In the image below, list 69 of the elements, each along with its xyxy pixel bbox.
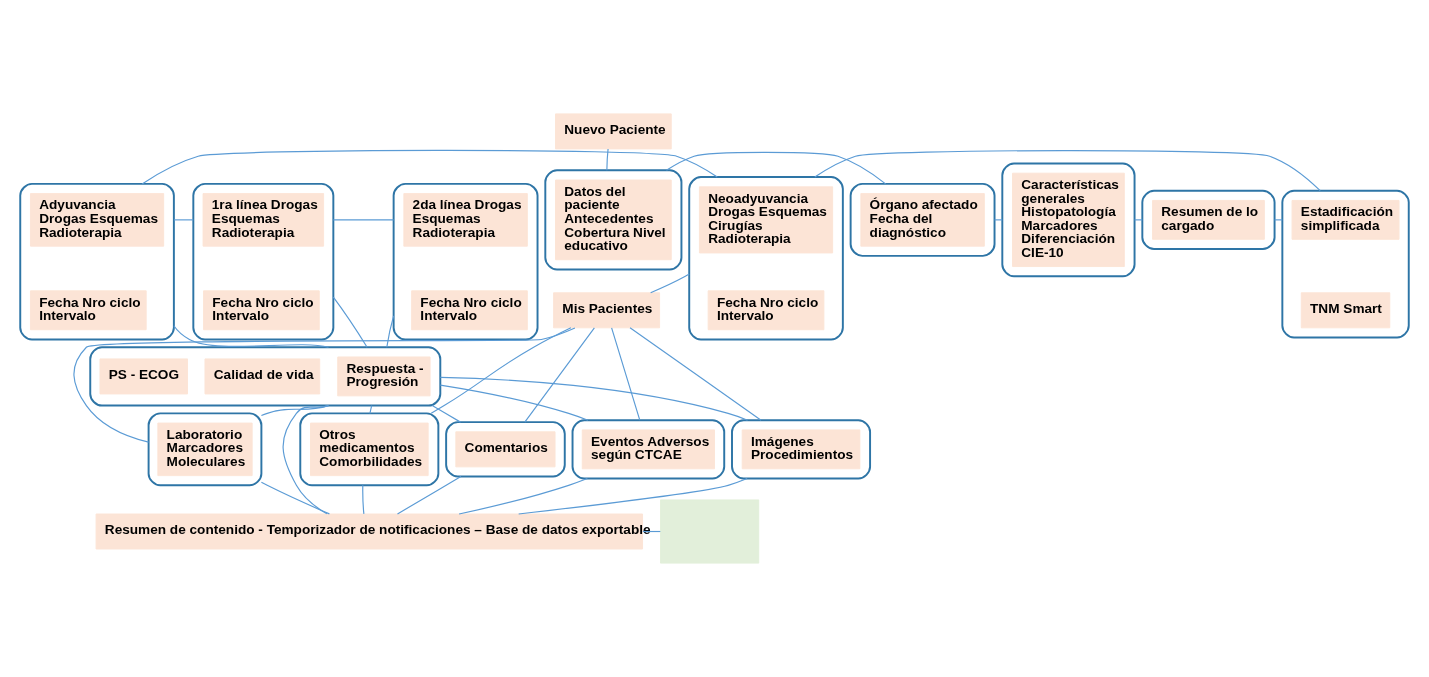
connector bbox=[430, 327, 572, 414]
node-box: Laboratorio Marcadores Moleculares bbox=[157, 422, 253, 477]
node-box: Comentarios bbox=[455, 431, 556, 468]
node-box: Imágenes Procedimientos bbox=[741, 429, 861, 470]
connector bbox=[458, 477, 588, 515]
connector bbox=[431, 405, 462, 423]
node-box bbox=[660, 499, 760, 564]
node-box: 1ra línea Drogas Esquemas Radioterapia bbox=[202, 193, 325, 247]
node-box: Respuesta - Progresión bbox=[337, 356, 431, 397]
node-box: Nuevo Paciente bbox=[555, 113, 672, 150]
node-box: Mis Pacientes bbox=[553, 292, 661, 329]
node-box: Fecha Nro ciclo Intervalo bbox=[203, 290, 320, 331]
connector bbox=[73, 327, 576, 443]
cluster bbox=[1281, 189, 1410, 339]
cluster bbox=[688, 176, 844, 341]
connector bbox=[396, 476, 462, 515]
node-box: Resumen de lo cargado bbox=[1152, 199, 1265, 240]
connector bbox=[629, 327, 762, 421]
connector bbox=[1274, 219, 1283, 221]
connector bbox=[141, 149, 718, 185]
node-box: Adyuvancia Drogas Esquemas Radioterapia bbox=[29, 193, 165, 247]
connector bbox=[993, 219, 1003, 221]
cluster bbox=[19, 182, 175, 341]
connector bbox=[332, 296, 368, 348]
connector bbox=[332, 219, 395, 221]
connector bbox=[173, 325, 330, 348]
connector bbox=[260, 481, 330, 515]
node-box: Calidad de vida bbox=[204, 358, 321, 395]
cluster bbox=[147, 412, 263, 487]
connector bbox=[650, 273, 690, 294]
connector bbox=[439, 376, 749, 421]
cluster bbox=[192, 182, 335, 341]
connector bbox=[282, 405, 330, 515]
connector bbox=[386, 315, 395, 348]
cluster bbox=[1141, 189, 1276, 250]
connector bbox=[518, 477, 748, 515]
node-box: Fecha Nro ciclo Intervalo bbox=[29, 290, 147, 331]
cluster bbox=[544, 169, 683, 271]
connector bbox=[814, 150, 1321, 192]
node-box: Órgano afectado Fecha del diagnóstico bbox=[860, 193, 985, 247]
cluster bbox=[299, 412, 440, 487]
node-box: TNM Smart bbox=[1300, 292, 1391, 329]
connector bbox=[665, 151, 887, 185]
cluster bbox=[849, 182, 996, 257]
node-box: Eventos Adversos según CTCAE bbox=[581, 429, 715, 470]
cluster bbox=[392, 182, 539, 341]
connector bbox=[524, 327, 595, 423]
cluster bbox=[445, 421, 566, 478]
connector bbox=[173, 219, 194, 221]
node-box: Otros medicamentos Comorbilidades bbox=[310, 422, 429, 477]
cluster bbox=[571, 419, 726, 480]
node-box: Estadificación simplificada bbox=[1291, 199, 1400, 240]
node-box: Fecha Nro ciclo Intervalo bbox=[411, 290, 528, 331]
node-box: Neoadyuvancia Drogas Esquemas Cirugías Radioterapia bbox=[698, 186, 834, 254]
node-box: Características generales Histopatología Marcadores Diferenciación CIE-10 bbox=[1012, 172, 1125, 268]
node-box: 2da línea Drogas Esquemas Radioterapia bbox=[403, 193, 528, 247]
connector bbox=[369, 405, 373, 414]
node-box: Datos del paciente Antecedentes Cobertura Nivel educativo bbox=[555, 179, 672, 261]
connector bbox=[1133, 219, 1143, 221]
node-box: Fecha Nro ciclo Intervalo bbox=[707, 290, 825, 331]
node-box: PS - ECOG bbox=[99, 358, 188, 395]
connector bbox=[362, 484, 365, 515]
connector bbox=[606, 148, 609, 171]
connector bbox=[611, 327, 641, 421]
connector bbox=[260, 405, 330, 417]
cluster bbox=[1001, 162, 1136, 278]
cluster bbox=[731, 419, 872, 480]
connector bbox=[439, 384, 589, 421]
cluster bbox=[89, 346, 442, 407]
